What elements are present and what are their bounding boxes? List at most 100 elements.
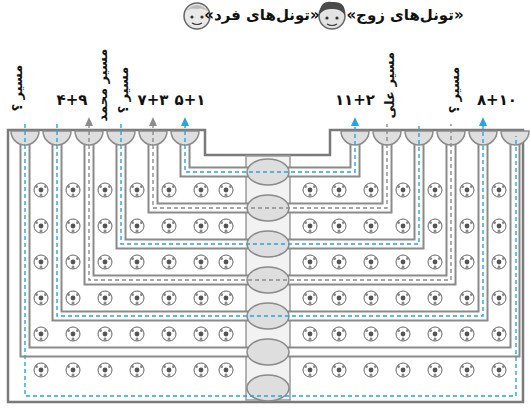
soccer-ball — [194, 219, 208, 233]
ball-patch — [333, 329, 336, 332]
ball-patch — [99, 293, 102, 296]
dashed-path — [153, 124, 387, 208]
tunnel-inside — [25, 132, 248, 352]
soccer-ball — [332, 363, 346, 377]
ball-patch — [466, 374, 469, 377]
ball-patch — [498, 302, 501, 305]
ball-patch — [140, 365, 143, 368]
ball-patch — [225, 194, 228, 197]
soccer-ball — [492, 255, 506, 269]
soccer-ball — [303, 255, 317, 269]
tunnels — [25, 132, 515, 352]
ball-body — [492, 363, 506, 377]
ball-patch — [406, 293, 409, 296]
ball-patch — [308, 332, 313, 337]
soccer-ball — [396, 255, 410, 269]
soccer-ball — [66, 363, 80, 377]
ball-patch — [204, 293, 207, 296]
ball-body — [364, 219, 378, 233]
arrow-head — [181, 117, 189, 126]
soccer-ball — [364, 363, 378, 377]
ball-patch — [497, 260, 502, 265]
ball-body — [194, 327, 208, 341]
ball-patch — [498, 230, 501, 233]
ball-patch — [39, 368, 44, 373]
ball-patch — [502, 257, 505, 260]
soccer-ball — [492, 291, 506, 305]
soccer-ball — [303, 363, 317, 377]
ball-patch — [434, 230, 437, 233]
ball-patch — [67, 329, 70, 332]
avatars — [184, 2, 345, 29]
soccer-ball — [428, 363, 442, 377]
soccer-ball — [332, 291, 346, 305]
tunnel-inside — [288, 132, 387, 208]
ball-patch — [99, 257, 102, 260]
soccer-ball — [98, 255, 112, 269]
avatar-hair — [319, 2, 345, 15]
soccer-ball — [66, 183, 80, 197]
ball-body — [460, 327, 474, 341]
ball-body — [364, 327, 378, 341]
soccer-ball — [303, 219, 317, 233]
ball-body — [332, 255, 346, 269]
soccer-ball — [194, 291, 208, 305]
soccer-ball — [162, 255, 176, 269]
ball-patch — [337, 296, 342, 301]
ball-patch — [365, 257, 368, 260]
arrow-head — [85, 117, 93, 126]
ball-patch — [304, 329, 307, 332]
ball-patch — [369, 188, 374, 193]
ball-patch — [498, 194, 501, 197]
sum-expression: ۸+۱۰ — [477, 92, 517, 109]
ball-patch — [168, 374, 171, 377]
ball-patch — [406, 257, 409, 260]
tunnel-heading: «تونل‌های فرد» — [204, 7, 319, 24]
ball-patch — [337, 260, 342, 265]
ball-body — [428, 255, 442, 269]
ball-patch — [498, 338, 501, 341]
ball-patch — [342, 365, 345, 368]
tunnel-inside — [288, 132, 515, 352]
ball-patch — [103, 260, 108, 265]
ball-body — [428, 363, 442, 377]
ball-body — [332, 183, 346, 197]
ball-patch — [104, 266, 107, 269]
ball-patch — [167, 224, 172, 229]
ball-patch — [434, 302, 437, 305]
ball-patch — [470, 221, 473, 224]
ball-patch — [99, 185, 102, 188]
ball-patch — [502, 329, 505, 332]
ball-patch — [365, 329, 368, 332]
ball-patch — [401, 188, 406, 193]
ball-patch — [497, 224, 502, 229]
ball-patch — [67, 221, 70, 224]
ball-patch — [465, 224, 470, 229]
ball-patch — [131, 221, 134, 224]
path-label: مسیر ؟ — [11, 65, 25, 112]
ball-patch — [466, 302, 469, 305]
avatar-mouth — [327, 24, 337, 26]
ball-patch — [429, 365, 432, 368]
center-opening — [247, 375, 289, 401]
ball-patch — [438, 221, 441, 224]
ball-patch — [224, 332, 229, 337]
ball-patch — [103, 368, 108, 373]
frame-outline — [8, 130, 523, 402]
ball-patch — [369, 260, 374, 265]
soccer-ball — [219, 291, 233, 305]
ball-patch — [397, 293, 400, 296]
ball-patch — [365, 293, 368, 296]
ball-patch — [397, 185, 400, 188]
ball-body — [34, 327, 48, 341]
ball-patch — [304, 221, 307, 224]
ball-patch — [72, 338, 75, 341]
ball-patch — [438, 365, 441, 368]
ball-patch — [195, 221, 198, 224]
ball-patch — [498, 374, 501, 377]
ball-patch — [140, 257, 143, 260]
ball-body — [219, 363, 233, 377]
ball-patch — [168, 338, 171, 341]
ball-patch — [71, 188, 76, 193]
ball-patch — [135, 224, 140, 229]
